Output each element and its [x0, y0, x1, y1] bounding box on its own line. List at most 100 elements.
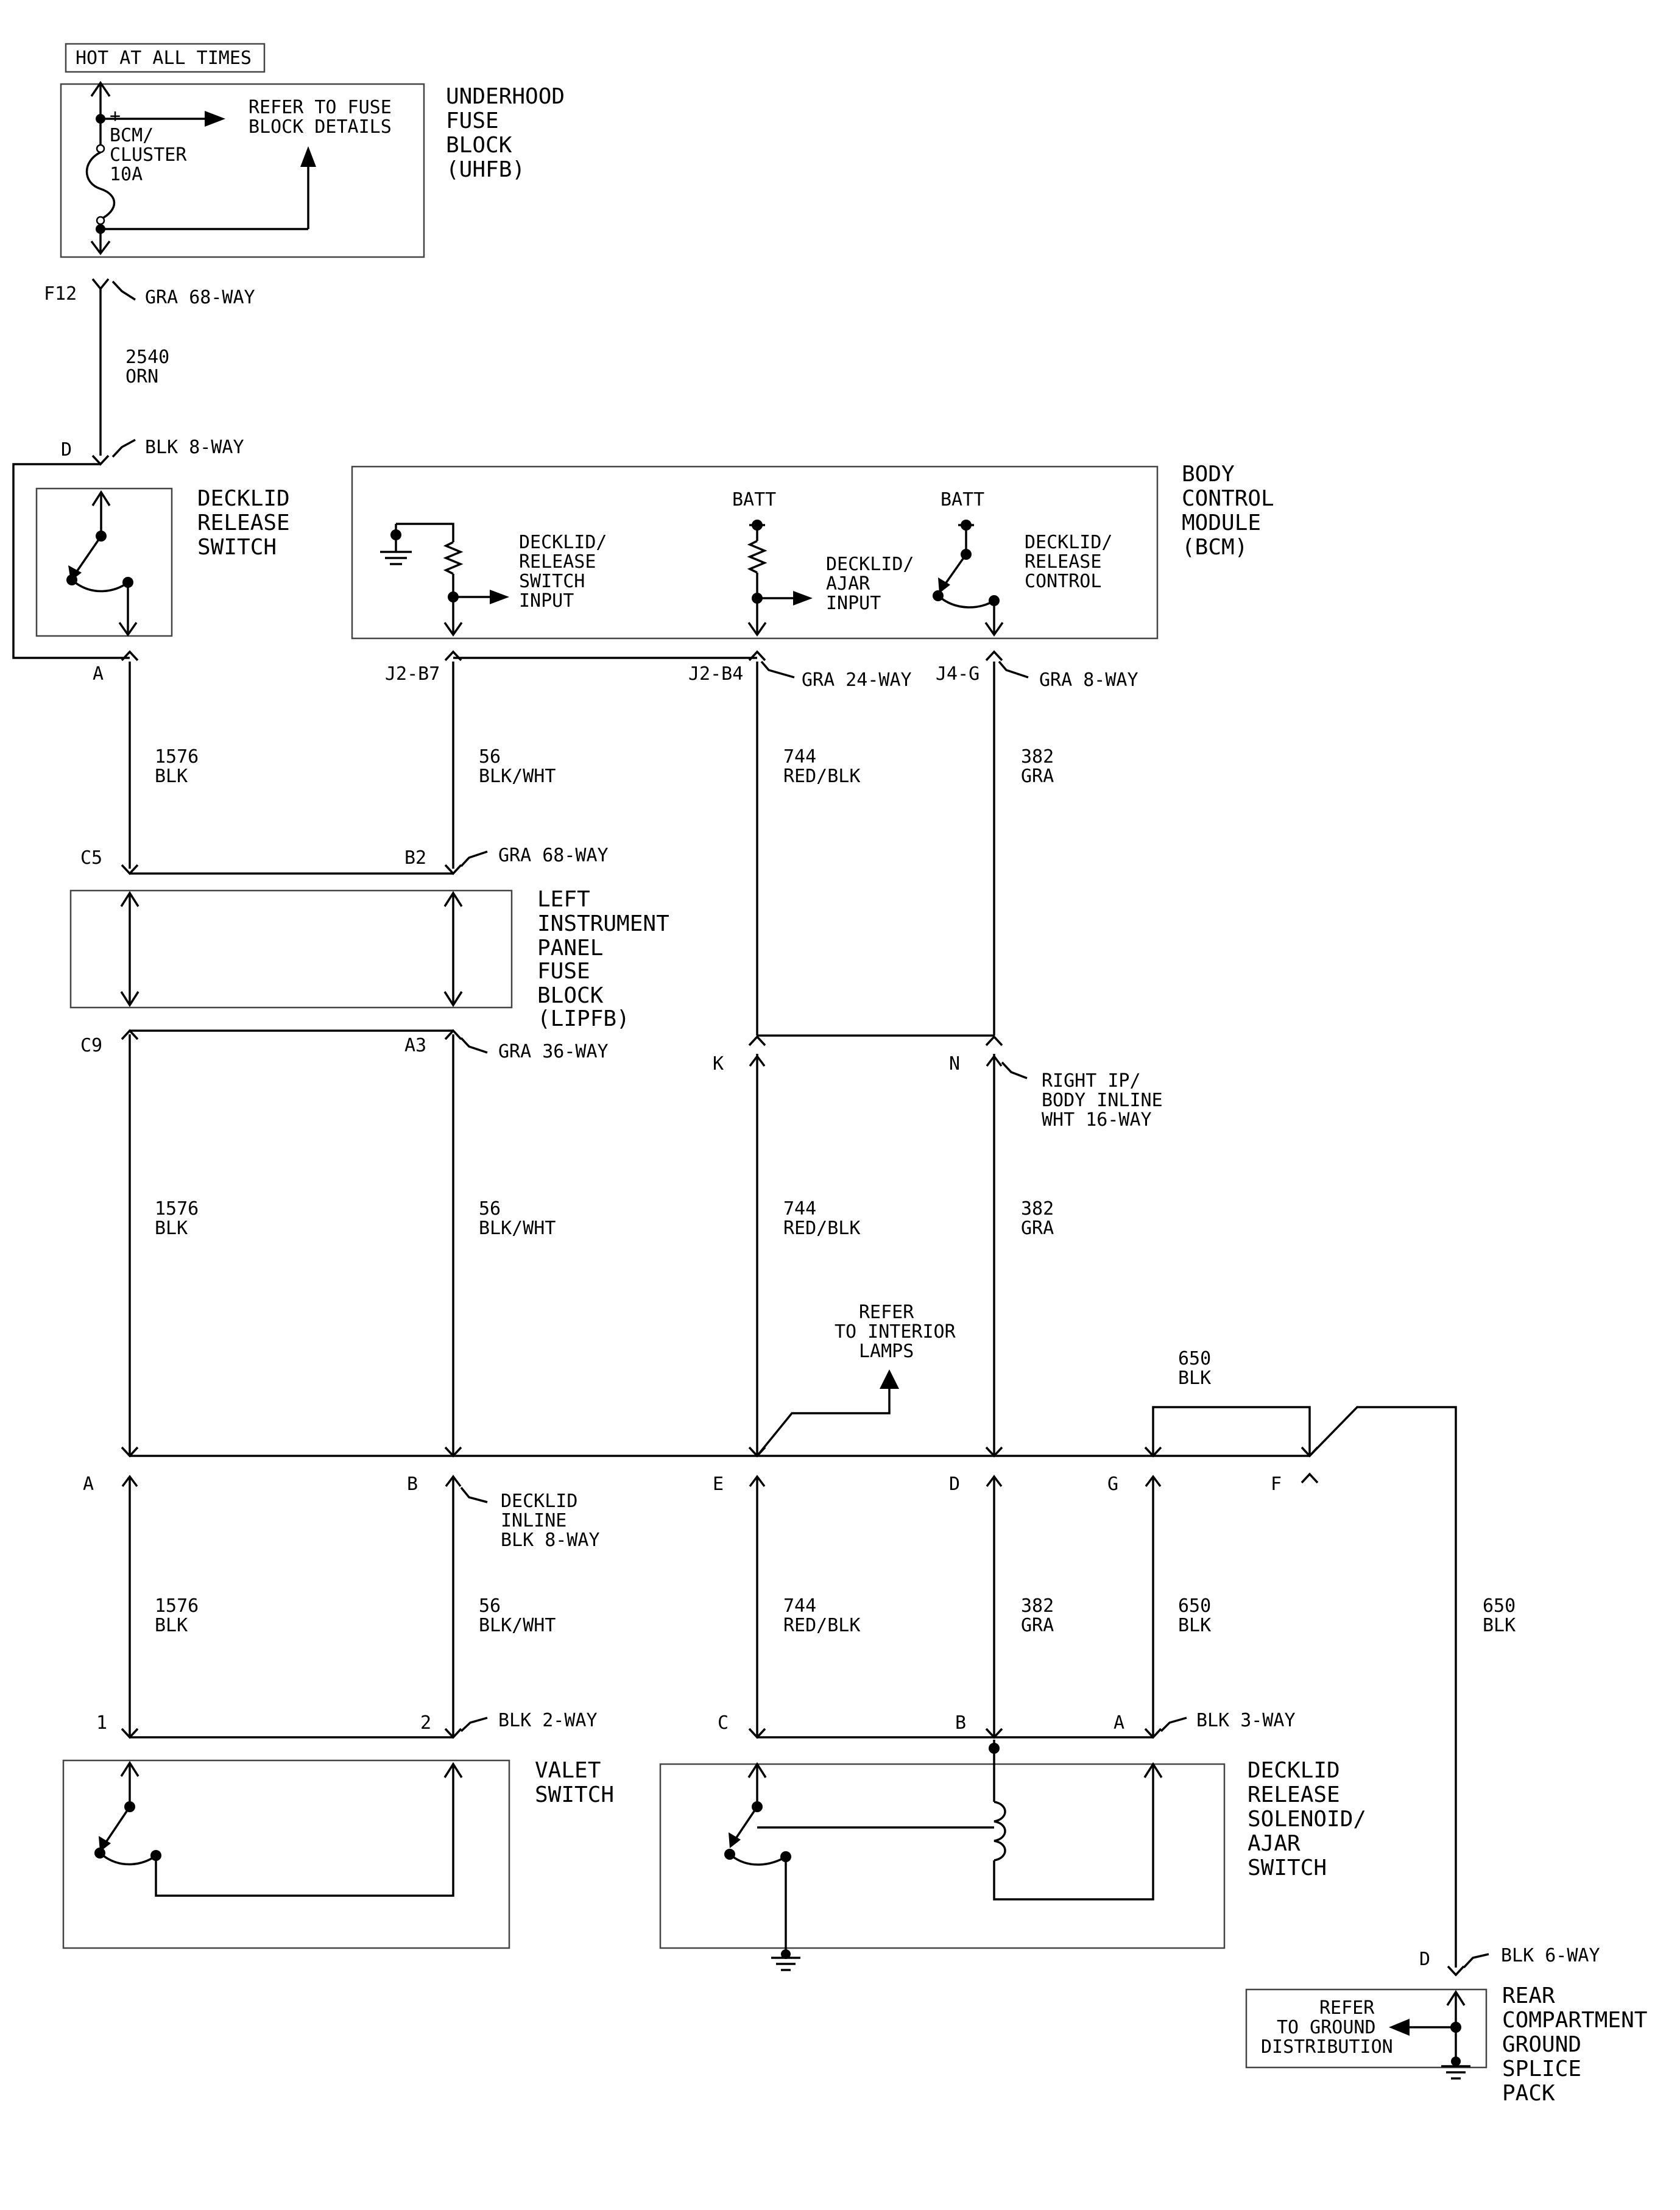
pin-d-inline: D [949, 1474, 960, 1495]
svg-text:BLK 8-WAY: BLK 8-WAY [501, 1530, 600, 1551]
wire-382-label-3: 382 GRA [1021, 1595, 1054, 1636]
conn-gra8-label: GRA 8-WAY [1039, 669, 1138, 691]
ground-splice-symbol [1389, 1989, 1470, 2080]
wire-650-label-ground: 650 BLK [1483, 1595, 1516, 1636]
svg-text:BODY: BODY [1182, 462, 1235, 487]
svg-text:CONTROL: CONTROL [1025, 571, 1101, 592]
fuse-label: BCM/ CLUSTER 10A [110, 125, 187, 185]
svg-text:RELEASE: RELEASE [1025, 551, 1101, 573]
ground-splice-title: REAR COMPARTMENT GROUND SPLICE PACK [1502, 1983, 1647, 2106]
pin-f12: F12 [44, 283, 77, 305]
lipfb-bottom-connectors [121, 1029, 1028, 1079]
conn-gra68-lipfb-label: GRA 68-WAY [498, 845, 609, 866]
ground-splice-box [1245, 1988, 1488, 2069]
wire-382-label-2: 382 GRA [1021, 1198, 1054, 1239]
svg-text:AJAR: AJAR [1248, 1831, 1301, 1856]
solenoid-box [659, 1763, 1226, 1949]
conn-blk3-label: BLK 3-WAY [1196, 1710, 1296, 1731]
svg-text:REAR: REAR [1502, 1983, 1555, 2008]
svg-text:VALET: VALET [535, 1758, 601, 1783]
bcm-input2-label: DECKLID/ AJAR INPUT [826, 554, 914, 614]
bcm-title: BODY CONTROL MODULE (BCM) [1182, 462, 1274, 560]
svg-text:RED/BLK: RED/BLK [783, 1615, 860, 1636]
svg-text:744: 744 [783, 1595, 816, 1617]
svg-text:(UHFB): (UHFB) [446, 157, 525, 182]
svg-text:MODULE: MODULE [1182, 510, 1261, 535]
svg-text:BCM/: BCM/ [110, 125, 154, 146]
svg-text:(LIPFB): (LIPFB) [537, 1006, 630, 1031]
wire-1576-label-2: 1576 BLK [155, 1198, 199, 1239]
svg-text:56: 56 [479, 1198, 501, 1220]
lipfb-title: LEFT INSTRUMENT PANEL FUSE BLOCK (LIPFB) [537, 887, 669, 1031]
lipfb-box [69, 889, 513, 1009]
svg-text:BLK: BLK [1178, 1368, 1211, 1389]
svg-text:DECKLID: DECKLID [501, 1491, 577, 1512]
wire-744-label-2: 744 RED/BLK [783, 1198, 860, 1239]
svg-text:650: 650 [1483, 1595, 1516, 1617]
svg-text:INPUT: INPUT [826, 593, 881, 614]
svg-text:DECKLID/: DECKLID/ [519, 532, 607, 553]
svg-text:SWITCH: SWITCH [535, 1782, 614, 1807]
pin-a3: A3 [404, 1035, 426, 1056]
switch-outer-wire [12, 463, 130, 659]
svg-text:BODY INLINE: BODY INLINE [1042, 1090, 1163, 1111]
svg-text:ORN: ORN [125, 366, 158, 387]
svg-text:744: 744 [783, 746, 816, 768]
svg-text:1576: 1576 [155, 1198, 199, 1220]
valet-switch-box [62, 1759, 510, 1949]
hot-label-box [65, 43, 266, 73]
pin-c9: C9 [80, 1035, 102, 1056]
svg-text:BLOCK DETAILS: BLOCK DETAILS [249, 116, 392, 138]
row1-wires [129, 662, 995, 1036]
svg-text:TO INTERIOR: TO INTERIOR [835, 1321, 956, 1343]
bcm-batt1: BATT [732, 489, 776, 510]
pin-c5: C5 [80, 847, 102, 869]
uhfb-refer-label: REFER TO FUSE BLOCK DETAILS [249, 97, 392, 138]
svg-text:FUSE: FUSE [537, 959, 590, 984]
refer-ground-distribution-label: REFER TO GROUND DISTRIBUTION [1261, 1997, 1393, 2058]
svg-text:RED/BLK: RED/BLK [783, 766, 860, 787]
row2-wires [129, 1034, 1003, 1456]
pin-c-solenoid: C [718, 1712, 729, 1734]
conn-d-symbol [91, 439, 136, 466]
pin-a-solenoid: A [1114, 1712, 1124, 1734]
wire-744-label-3: 744 RED/BLK [783, 1595, 860, 1636]
svg-text:DECKLID: DECKLID [197, 486, 290, 511]
svg-text:UNDERHOOD: UNDERHOOD [446, 84, 565, 109]
wire-650-upper [1152, 1406, 1457, 1968]
pin-b2: B2 [404, 847, 426, 869]
svg-text:RED/BLK: RED/BLK [783, 1218, 860, 1239]
svg-text:WHT 16-WAY: WHT 16-WAY [1042, 1109, 1152, 1131]
svg-text:GRA: GRA [1021, 1218, 1054, 1239]
lipfb-circuits [120, 891, 463, 1008]
svg-text:CONTROL: CONTROL [1182, 486, 1274, 511]
svg-text:BLK: BLK [155, 1615, 188, 1636]
svg-text:PANEL: PANEL [537, 936, 603, 961]
svg-text:382: 382 [1021, 1198, 1054, 1220]
svg-text:DECKLID/: DECKLID/ [826, 554, 914, 575]
svg-text:382: 382 [1021, 746, 1054, 768]
conn-blk2-label: BLK 2-WAY [498, 1710, 598, 1731]
wire-56-label-1: 56 BLK/WHT [479, 746, 556, 787]
svg-text:REFER: REFER [1319, 1997, 1375, 2019]
svg-text:GRA: GRA [1021, 766, 1054, 787]
valet-solenoid-connectors [121, 1717, 1187, 1739]
bcm-control-circuit [933, 520, 1004, 637]
pin-j2b4: J2-B4 [688, 663, 743, 685]
svg-text:INSTRUMENT: INSTRUMENT [537, 911, 669, 936]
svg-text:BLK: BLK [1178, 1615, 1211, 1636]
pin-e-inline: E [713, 1474, 724, 1495]
svg-text:BLK: BLK [155, 766, 188, 787]
svg-text:RELEASE: RELEASE [197, 510, 290, 535]
svg-text:SPLICE: SPLICE [1502, 2056, 1581, 2081]
pin-a-bcm: A [93, 663, 104, 685]
svg-text:SWITCH: SWITCH [197, 535, 277, 560]
conn-right-ip-label: RIGHT IP/ BODY INLINE WHT 16-WAY [1042, 1070, 1163, 1131]
solenoid-title: DECKLID RELEASE SOLENOID/ AJAR SWITCH [1248, 1758, 1366, 1880]
svg-text:AJAR: AJAR [826, 573, 870, 595]
svg-text:SWITCH: SWITCH [519, 571, 585, 592]
svg-text:REFER: REFER [859, 1302, 914, 1323]
conn-decklid-inline-label: DECKLID INLINE BLK 8-WAY [501, 1491, 600, 1551]
svg-text:2540: 2540 [125, 347, 169, 368]
